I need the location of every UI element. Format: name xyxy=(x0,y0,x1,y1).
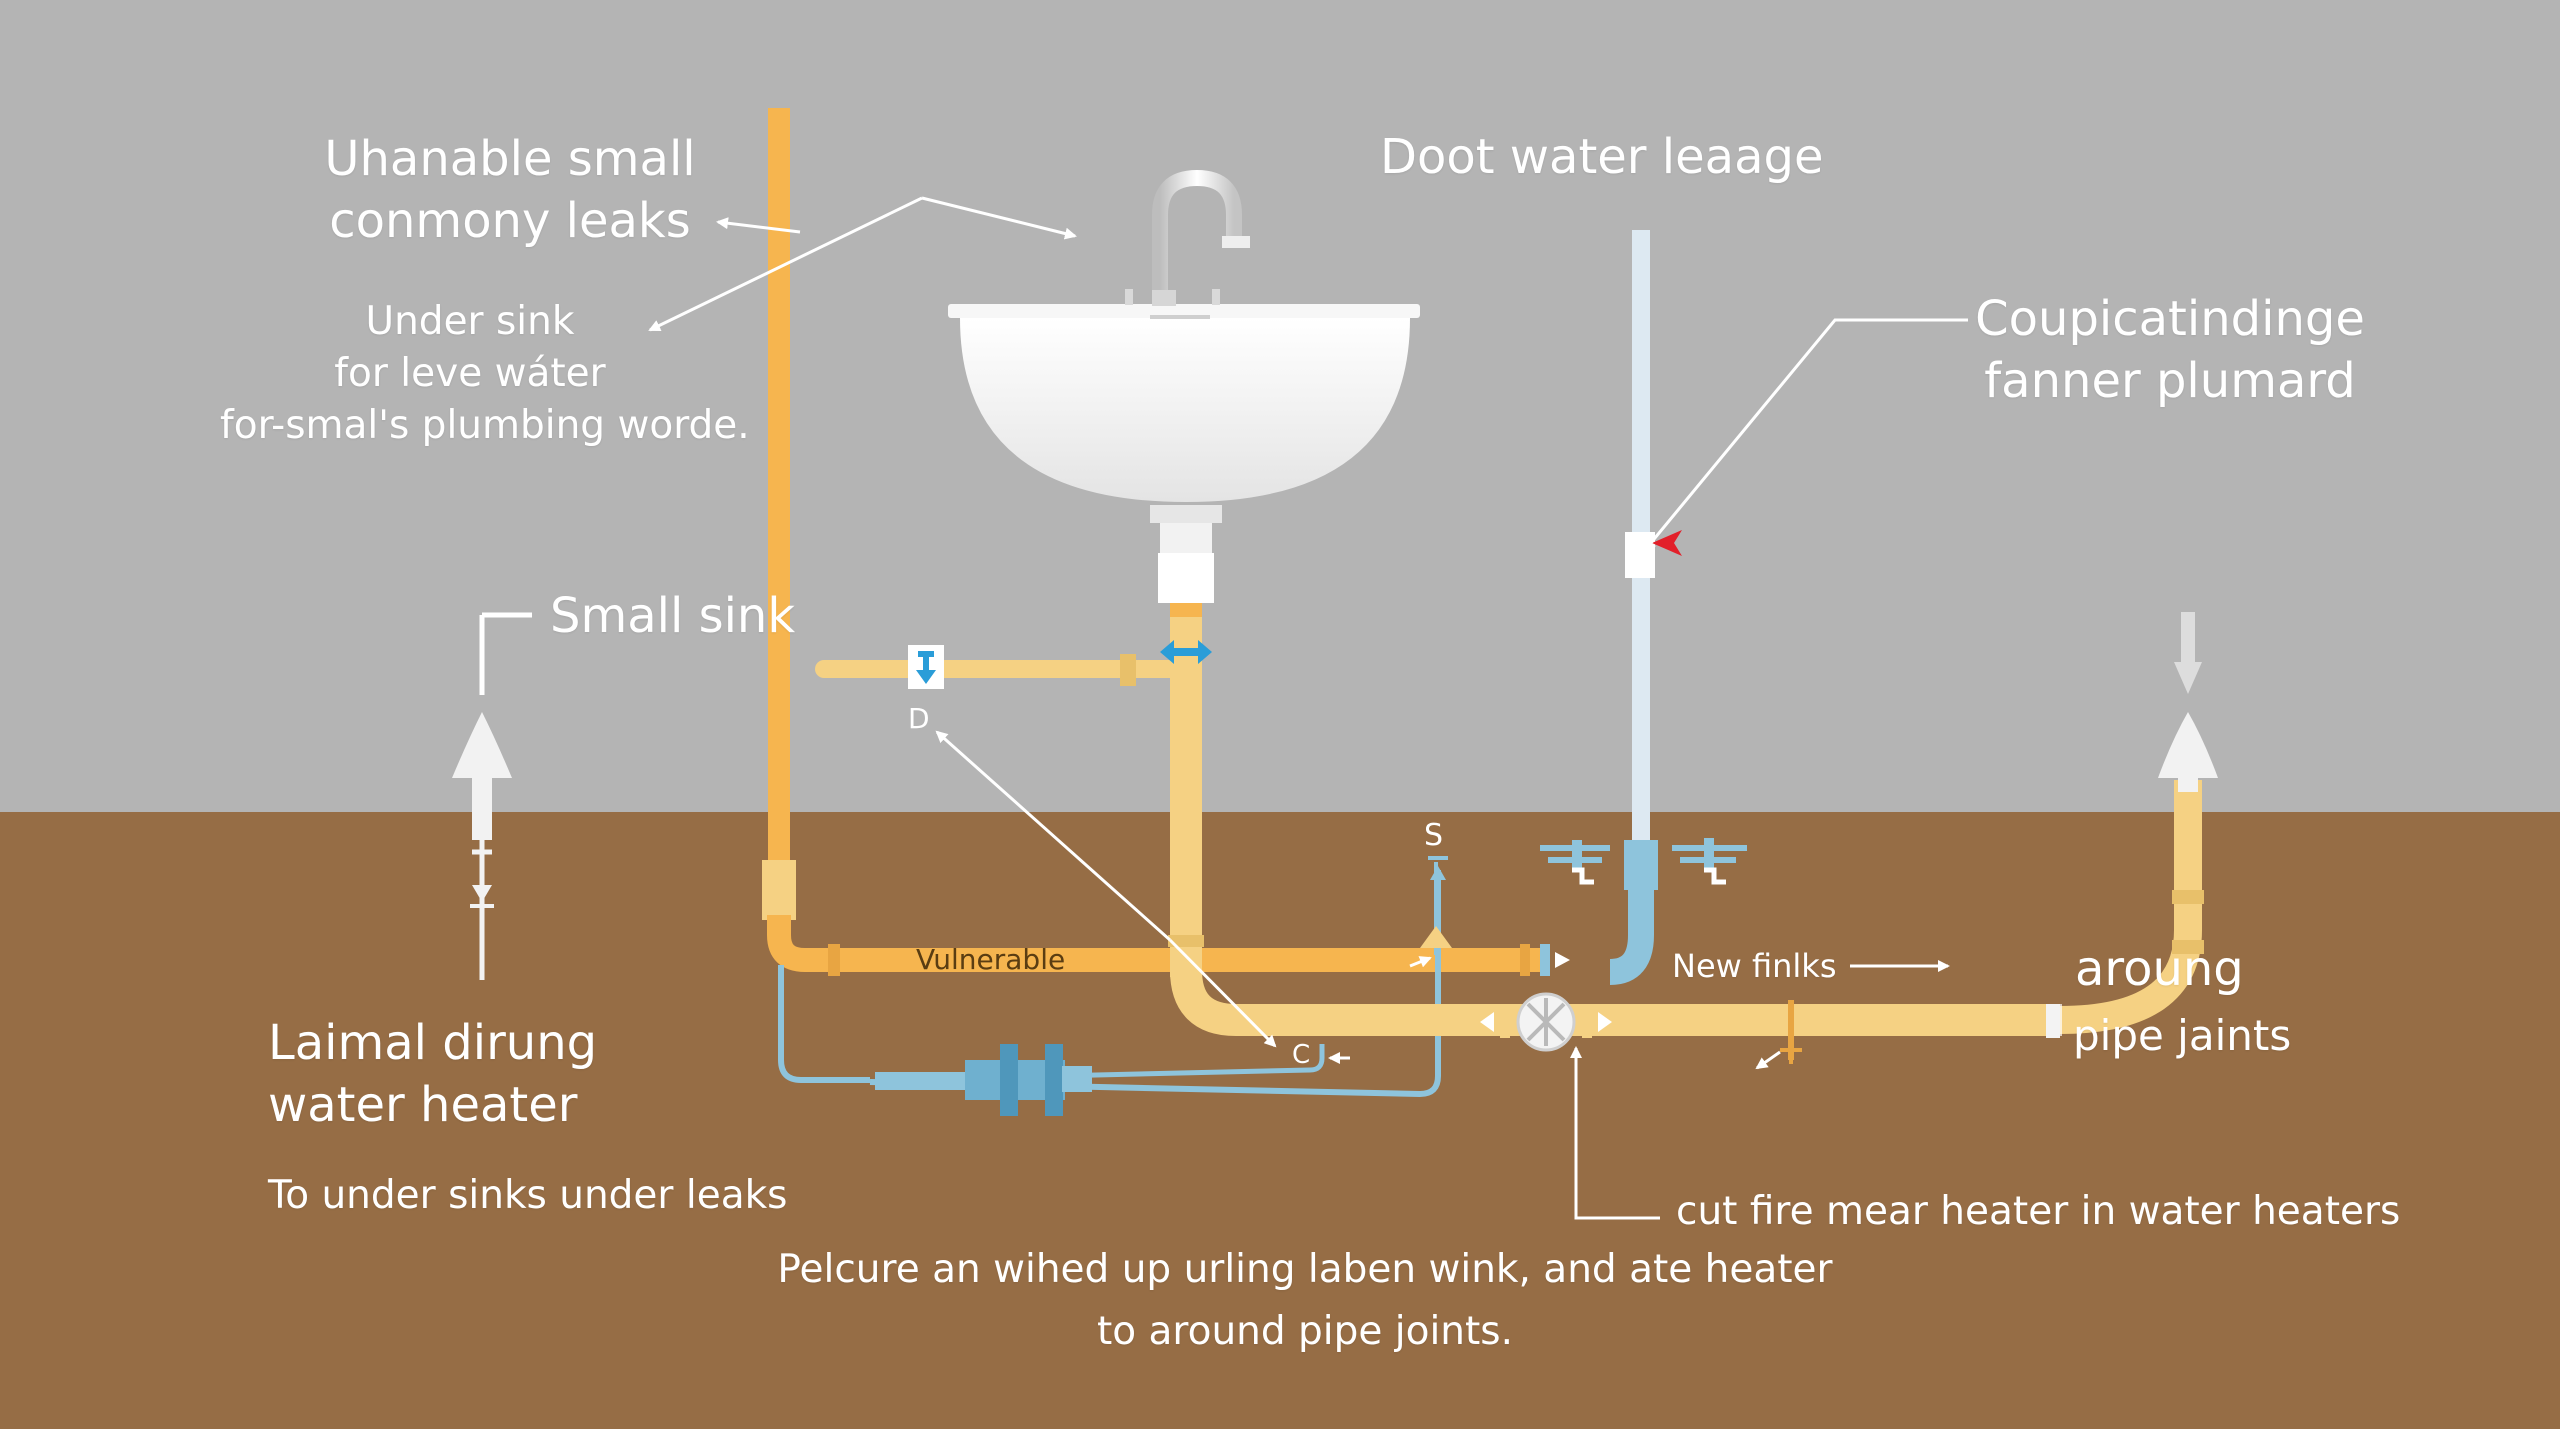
to-under-sinks-label: To under sinks under leaks xyxy=(268,1173,788,1218)
bottom-center-note: Pelcure an wihed up urling laben wink, a… xyxy=(640,1244,1970,1358)
cut-fire-label: cut fire mear heater in water heaters xyxy=(1676,1189,2401,1234)
top-left-line1: Uhanable small xyxy=(324,131,696,187)
marker-d: D xyxy=(908,702,930,735)
marker-s: S xyxy=(1424,818,1444,853)
floor-background xyxy=(0,812,2560,1429)
small-sink-label: Small sink xyxy=(550,588,796,644)
bottom-center-line1: Pelcure an wihed up urling laben wink, a… xyxy=(777,1247,1833,1292)
top-right-line1: Coupicatindinge xyxy=(1975,291,2365,347)
bottom-center-line2: to around pipe joints. xyxy=(1096,1309,1514,1354)
blue-double-arrow-icon xyxy=(1160,640,1212,664)
under-sink-line2: for leve wáter xyxy=(334,351,606,396)
pipe-jaints-label: pipe jaints xyxy=(2073,1011,2292,1060)
cold-water-loop xyxy=(778,856,1448,1116)
under-sink-note: Under sink for leve wáter for-smal's plu… xyxy=(220,296,750,452)
left-indicator xyxy=(452,612,532,980)
top-right-heading: Coupicatindinge fanner plumard xyxy=(1950,288,2390,412)
up-arrow-icon xyxy=(452,712,512,778)
down-arrow-icon xyxy=(916,670,936,684)
small-fitting xyxy=(1780,1000,1802,1064)
new-finks-label: New finlks xyxy=(1672,947,1837,985)
water-heater-line1: Laimal dirung xyxy=(268,1015,598,1071)
valve-wheel-icon xyxy=(1480,992,1612,1052)
sink-basin-icon xyxy=(948,289,1420,502)
under-sink-line1: Under sink xyxy=(365,299,575,344)
sink-drain-pipe xyxy=(1150,505,2060,1036)
top-left-line2: conmony leaks xyxy=(329,193,691,249)
top-right-line2: fanner plumard xyxy=(1984,353,2356,409)
water-heater-line2: water heater xyxy=(268,1077,578,1133)
leader-lines xyxy=(648,196,1968,1220)
red-arrow-icon xyxy=(1652,530,1682,556)
under-sink-line3: for-smal's plumbing worde. xyxy=(220,403,750,448)
pipe-collar xyxy=(2046,1004,2060,1038)
up-arrow-icon xyxy=(2158,712,2218,778)
vent-pipe xyxy=(1540,230,1747,985)
top-left-heading: Uhanable small conmony leaks xyxy=(300,128,720,252)
aroung-line1: aroung xyxy=(2075,941,2244,997)
sink-supply-pipe xyxy=(815,645,1185,689)
marker-c: C xyxy=(1292,1040,1311,1070)
water-heater-label: Laimal dirung water heater xyxy=(268,1012,597,1136)
top-center-heading: Doot water leaage xyxy=(1380,129,1824,185)
aroung-label: aroung xyxy=(2075,938,2244,1000)
faucet-icon xyxy=(1152,169,1250,306)
right-riser-pipe xyxy=(2050,612,2218,1036)
vulnerable-label: Vulnerable xyxy=(916,943,1066,976)
hot-riser-pipe xyxy=(762,108,1540,976)
s-marker-stem xyxy=(1420,862,1452,955)
